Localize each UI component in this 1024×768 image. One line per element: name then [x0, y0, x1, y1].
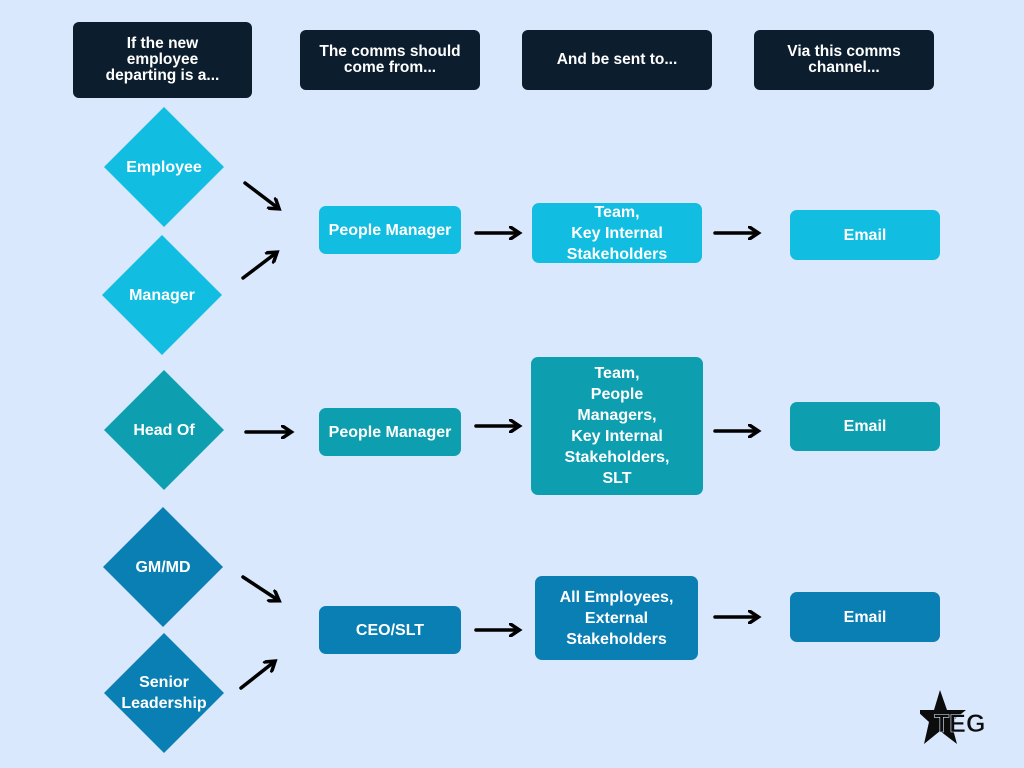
teg-logo: TEG — [920, 690, 986, 744]
header-sent-to: And be sent to... — [522, 30, 712, 90]
sent-to-box-row1: Team, Key Internal Stakeholders — [532, 203, 702, 263]
role-manager-diamond: Manager — [102, 235, 222, 355]
arrow-manager-to-manager — [241, 253, 276, 280]
channel-box-row3: Email — [790, 592, 940, 642]
sent-to-box-row2: Team, People Managers, Key Internal Stak… — [531, 357, 703, 495]
role-label: GM/MD — [135, 558, 191, 576]
role-label: Head Of — [133, 421, 195, 439]
role-label: Manager — [129, 286, 195, 304]
arrow-gmmd-to-from — [241, 575, 278, 600]
role-head-of-diamond: Head Of — [104, 370, 224, 490]
logo-text: TEG — [934, 710, 985, 738]
header-comms-channel: Via this comms channel... — [754, 30, 934, 90]
role-employee-diamond: Employee — [104, 107, 224, 227]
header-comms-from: The comms should come from... — [300, 30, 480, 90]
sent-to-box-row3: All Employees, External Stakeholders — [535, 576, 698, 660]
role-gm-md-diamond: GM/MD — [103, 507, 223, 627]
from-box-row1: People Manager — [319, 206, 461, 254]
star-icon — [920, 690, 966, 744]
channel-box-row2: Email — [790, 402, 940, 451]
role-label: Employee — [126, 158, 202, 176]
role-label: Senior Leadership — [121, 674, 207, 712]
channel-box-row1: Email — [790, 210, 940, 260]
header-departing-role: If the new employee departing is a... — [73, 22, 252, 98]
role-senior-leadership-diamond: Senior Leadership — [104, 633, 224, 753]
arrow-employee-to-manager — [243, 181, 278, 208]
arrow-senior-to-from — [239, 662, 274, 690]
from-box-row2: People Manager — [319, 408, 461, 456]
from-box-row3: CEO/SLT — [319, 606, 461, 654]
